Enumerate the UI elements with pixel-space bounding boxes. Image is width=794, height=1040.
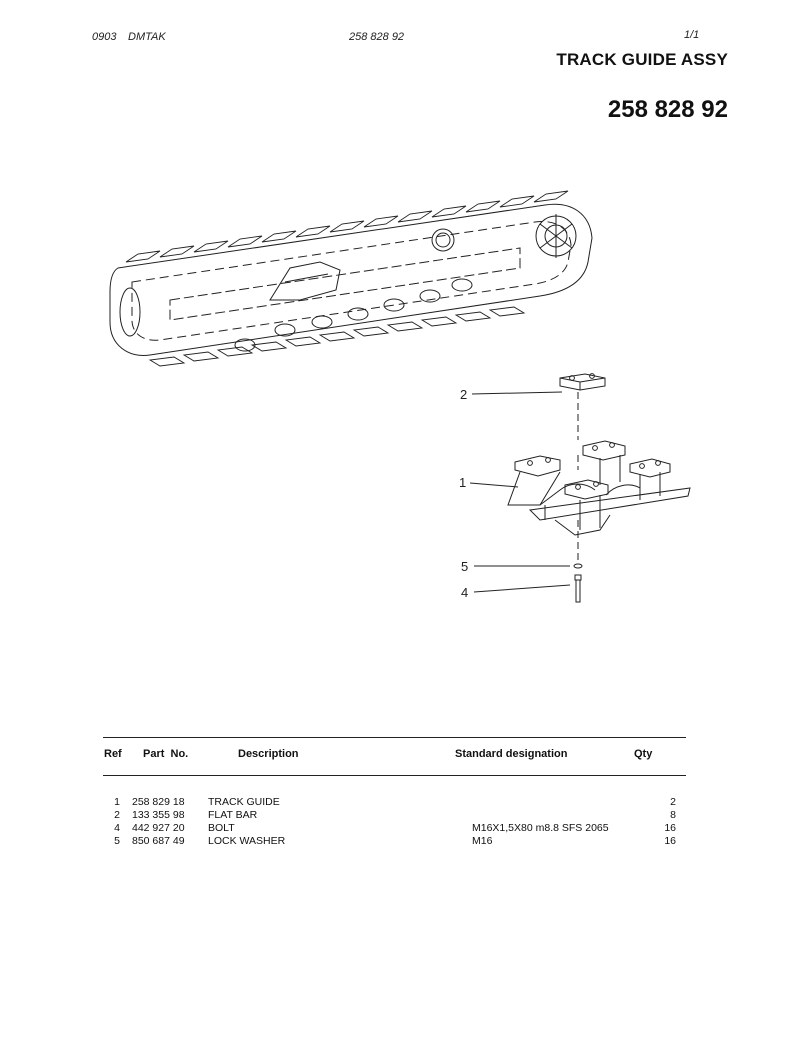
table-row: 2 133 355 98 FLAT BAR 8 [0, 809, 794, 823]
callout-5: 5 [461, 559, 469, 574]
callout-1: 1 [459, 475, 467, 490]
cell-description: BOLT [208, 822, 235, 834]
column-header-qty: Qty [634, 748, 653, 760]
cell-ref: 2 [114, 809, 120, 821]
cell-ref: 4 [114, 822, 120, 834]
cell-part-no: 850 687 49 [132, 835, 185, 847]
cell-qty: 8 [670, 809, 676, 821]
cell-qty: 16 [664, 835, 676, 847]
header-page-indicator: 1/1 [684, 29, 700, 41]
callout-2: 2 [460, 387, 468, 402]
column-header-part-no: Part No. [143, 748, 189, 760]
header-code: 0903 [92, 31, 117, 43]
table-row: 4 442 927 20 BOLT M16X1,5X80 m8.8 SFS 20… [0, 822, 794, 836]
cell-ref: 1 [114, 796, 120, 808]
cell-part-no: 442 927 20 [132, 822, 185, 834]
cell-ref: 5 [114, 835, 120, 847]
column-header-standard-designation: Standard designation [455, 748, 568, 760]
cell-part-no: 258 829 18 [132, 796, 185, 808]
table-header-rule [103, 775, 686, 776]
cell-qty: 2 [670, 796, 676, 808]
cell-description: FLAT BAR [208, 809, 258, 821]
assembly-title: TRACK GUIDE ASSY [556, 50, 728, 69]
table-row: 5 850 687 49 LOCK WASHER M16 16 [0, 835, 794, 849]
cell-standard: M16X1,5X80 m8.8 SFS 2065 [472, 822, 609, 834]
header-org: DMTAK [128, 31, 166, 43]
cell-description: TRACK GUIDE [208, 796, 280, 808]
cell-standard: M16 [472, 835, 493, 847]
cell-description: LOCK WASHER [208, 835, 286, 847]
table-top-rule [103, 737, 686, 738]
callout-4: 4 [461, 585, 469, 600]
header-doc-number: 258 828 92 [349, 31, 405, 43]
cell-part-no: 133 355 98 [132, 809, 185, 821]
column-header-description: Description [238, 748, 299, 760]
assembly-part-number: 258 828 92 [607, 96, 728, 123]
column-header-ref: Ref [104, 748, 122, 760]
cell-qty: 16 [664, 822, 676, 834]
table-row: 1 258 829 18 TRACK GUIDE 2 [0, 796, 794, 810]
